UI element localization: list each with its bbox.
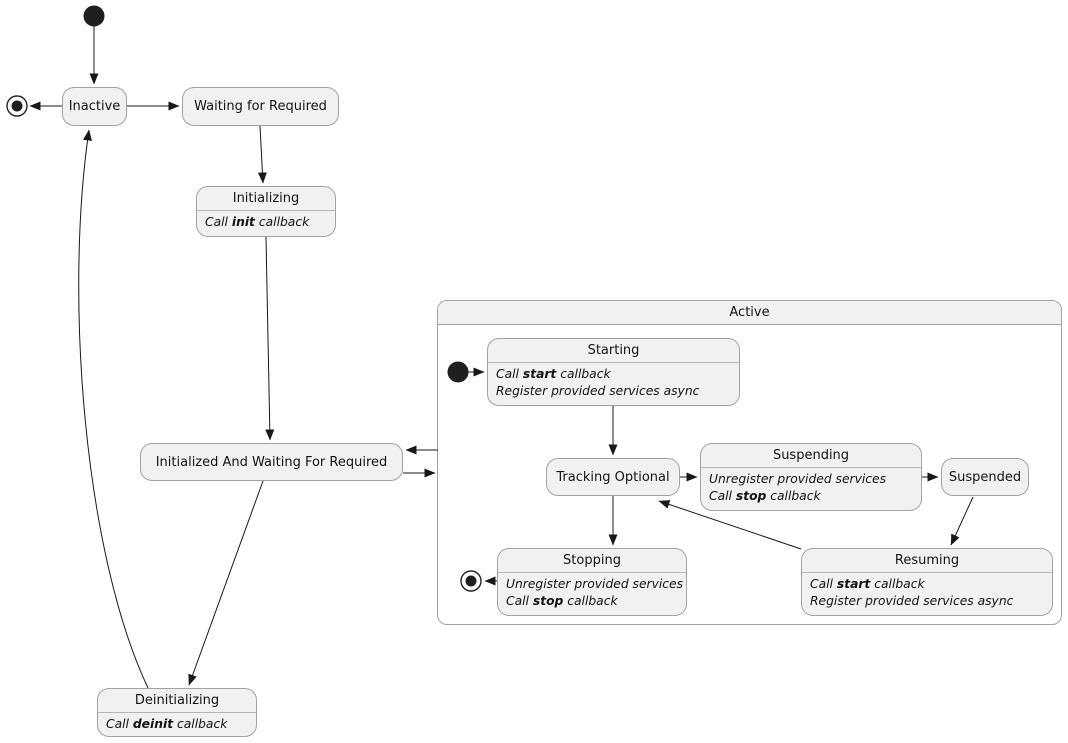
state-body-text: callback: [556, 367, 611, 381]
state-body-line: Call stop callback: [506, 593, 678, 610]
edge-resuming-to-tracking: [658, 500, 802, 550]
state-suspended: Suspended: [941, 458, 1029, 496]
state-body-text: callback: [254, 215, 310, 229]
state-title: Resuming: [894, 553, 960, 568]
state-body-text: callback: [766, 488, 821, 503]
state-inactive: Inactive: [62, 87, 127, 126]
state-body-text: Call: [496, 367, 523, 381]
state-body: Call init callback: [197, 210, 335, 234]
edge-suspended-to-resuming: [950, 496, 974, 546]
state-body: Call deinit callback: [98, 712, 256, 736]
edge-waiting-to-initializing: [257, 125, 267, 184]
state-body-line: Call start callback: [496, 366, 731, 383]
state-title: Initialized And Waiting For Required: [155, 454, 388, 470]
state-body-line: Register provided services async: [496, 383, 731, 400]
state-body-line: Call deinit callback: [106, 716, 248, 733]
state-title: Initializing: [232, 191, 300, 206]
state-body-text: start: [522, 367, 557, 381]
state-body-text: callback: [870, 577, 925, 591]
edge-initialized-to-deinitializing: [188, 480, 264, 686]
state-body-text: deinit: [132, 717, 174, 731]
state-body-text: Unregister provided services: [506, 577, 684, 591]
final-main-node-icon: [6, 95, 28, 117]
state-body-line: Call stop callback: [709, 488, 913, 505]
edge-initializing-to-initialized: [265, 236, 275, 441]
state-body-line: Call init callback: [205, 214, 327, 231]
state-initialized-and-waiting-for-required: Initialized And Waiting For Required: [140, 443, 403, 481]
state-title: Deinitializing: [134, 693, 220, 708]
state-body-text: callback: [563, 593, 618, 608]
state-title: Suspended: [948, 469, 1022, 485]
state-title: Starting: [587, 343, 640, 358]
state-body-line: Unregister provided services: [709, 471, 913, 488]
state-body-text: init: [231, 215, 255, 229]
state-body-text: start: [836, 577, 871, 591]
state-body-text: Call: [205, 215, 232, 229]
state-body-text: Unregister provided services: [709, 472, 887, 486]
edge-deinitializing-to-inactive: [78, 129, 149, 689]
state-body-line: Unregister provided services: [506, 576, 683, 593]
state-body-text: stop: [532, 593, 564, 608]
state-body-text: Call: [506, 593, 533, 608]
state-title: Suspending: [772, 448, 850, 463]
state-title: Waiting for Required: [194, 99, 327, 114]
state-waiting-for-required: Waiting for Required: [182, 87, 339, 126]
state-body-text: Register provided services async: [810, 593, 1014, 608]
final-active-node-icon: [460, 570, 482, 592]
state-body-text: Call: [106, 717, 133, 731]
state-title: Stopping: [563, 553, 621, 568]
state-title: Tracking Optional: [556, 469, 670, 485]
state-body-text: Call: [709, 488, 736, 503]
state-tracking-optional: Tracking Optional: [546, 458, 680, 496]
state-title: Inactive: [68, 99, 121, 114]
state-body-text: callback: [173, 717, 228, 731]
initial-active-node-icon: [447, 361, 469, 383]
state-body-text: Register provided services async: [496, 383, 700, 398]
initial-main-node-icon: [83, 5, 105, 27]
state-body-line: Register provided services async: [810, 593, 1044, 610]
composite-state-title: Active: [438, 301, 1061, 325]
state-body-text: stop: [735, 488, 767, 503]
state-body-text: Call: [810, 577, 837, 591]
state-body-line: Call start callback: [810, 576, 1044, 593]
